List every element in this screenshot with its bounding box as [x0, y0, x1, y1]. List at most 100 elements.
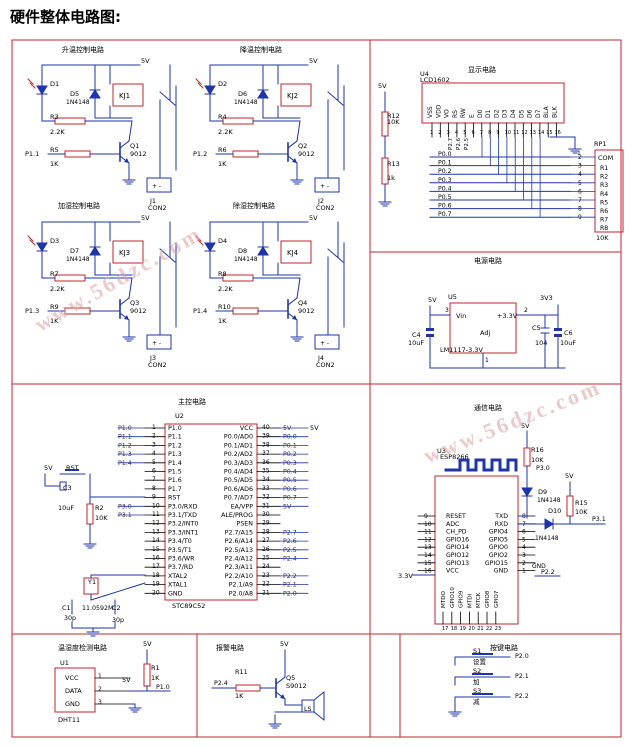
net-label: P1.1 — [25, 150, 39, 158]
label: P0.5 — [438, 194, 452, 201]
label: P1.2 — [118, 442, 132, 449]
lcd-body — [421, 82, 565, 124]
label: 23 — [262, 572, 270, 579]
capacitor — [426, 328, 434, 331]
label: 4 — [152, 450, 156, 457]
section-title-keys: 按键电路 — [490, 643, 518, 652]
label: 5V — [521, 422, 530, 430]
label: D7 — [535, 109, 542, 118]
label: D10 — [548, 507, 561, 515]
label: 2 — [98, 686, 102, 693]
label: 24 — [262, 563, 270, 570]
label: R7 — [50, 270, 59, 278]
label: 10uF — [408, 339, 424, 347]
label: P1.4 — [118, 460, 132, 467]
label: 6 — [578, 188, 582, 195]
label: 38 — [262, 441, 270, 448]
resistor — [232, 307, 259, 315]
relay-coil — [280, 240, 312, 264]
label: 14 — [424, 552, 432, 559]
label: GPIO0 — [489, 544, 508, 551]
relay-ref: KJ2 — [287, 92, 298, 100]
label: 7 — [152, 476, 156, 483]
label: P0.6/AD6 — [224, 486, 253, 493]
label: P0.3/AD3 — [224, 460, 253, 467]
label: U3 — [437, 447, 446, 455]
label: P1.1 — [168, 434, 182, 441]
label: 3 — [98, 699, 102, 706]
section-title-power: 电源电路 — [474, 256, 502, 265]
speaker-cone — [313, 690, 325, 722]
net-label: P1.4 — [193, 307, 207, 315]
label: 20 — [468, 626, 474, 632]
diode — [257, 246, 269, 256]
label: +3.3V — [497, 312, 518, 320]
transistor-ref: Q3 — [130, 299, 139, 307]
label: P0.5/AD5 — [224, 477, 253, 484]
wire — [71, 621, 116, 629]
resistor — [54, 274, 86, 282]
label: R3 — [600, 182, 608, 189]
label: P0.0 — [438, 151, 452, 158]
wifi-module — [434, 475, 519, 625]
label: 5 — [463, 130, 466, 136]
label: P3.1 — [592, 516, 606, 523]
label: 17 — [442, 626, 448, 632]
label: R8 — [600, 225, 608, 232]
label: + - — [320, 340, 329, 347]
dht11 — [54, 667, 96, 713]
diode — [89, 246, 101, 256]
label: P2.4 — [214, 680, 228, 687]
label: D6 — [238, 90, 247, 98]
label: 12 — [152, 520, 160, 527]
label: 5V — [44, 464, 53, 472]
label: 4 — [522, 544, 526, 551]
wire — [159, 248, 176, 263]
label: P0.3 — [438, 177, 452, 184]
label: DATA — [65, 687, 82, 695]
label: VDD — [435, 104, 442, 118]
led-ref: D2 — [218, 80, 227, 88]
label: S2 — [473, 667, 481, 675]
label: Adj — [480, 329, 490, 337]
resistor — [86, 503, 94, 525]
label: LCD1602 — [420, 76, 450, 84]
label: GPIO12 — [446, 552, 469, 559]
label: 36 — [262, 459, 270, 466]
label: C2 — [112, 604, 121, 612]
label: GPIO16 — [446, 536, 469, 543]
label: 40 — [262, 424, 270, 431]
diode — [89, 89, 101, 99]
label: ADC — [446, 521, 459, 528]
label: MTCK — [476, 592, 482, 608]
label: 15 — [424, 560, 432, 567]
label: 10uF — [560, 339, 576, 347]
label: GPIO15 — [485, 560, 508, 567]
label: 10 — [424, 521, 432, 528]
resistor — [566, 495, 574, 517]
transistor-ref: Q1 — [130, 142, 139, 150]
label: GPIO14 — [446, 544, 469, 551]
label: 10K — [596, 234, 609, 242]
label: 9 — [424, 513, 428, 520]
label: GND — [65, 700, 80, 708]
resistor — [235, 684, 261, 692]
label: R4 — [218, 113, 227, 121]
label: 30 — [262, 511, 270, 518]
label: GND — [532, 563, 546, 570]
led-ref: D1 — [50, 80, 59, 88]
label: 2.2K — [50, 285, 65, 293]
label: P2.2 — [541, 569, 555, 576]
label: + - — [320, 183, 329, 190]
label: 3 — [445, 307, 449, 314]
label: 29 — [262, 520, 270, 527]
label: 10 — [505, 130, 511, 136]
label: P0.0 — [283, 434, 297, 441]
label: 5 — [152, 459, 156, 466]
label: 20 — [152, 589, 160, 596]
label: 8 — [152, 485, 156, 492]
label: 3V3 — [540, 294, 553, 302]
label: P2.2 — [515, 693, 529, 700]
label: P2.0 — [515, 653, 529, 660]
label: 32 — [262, 494, 270, 501]
